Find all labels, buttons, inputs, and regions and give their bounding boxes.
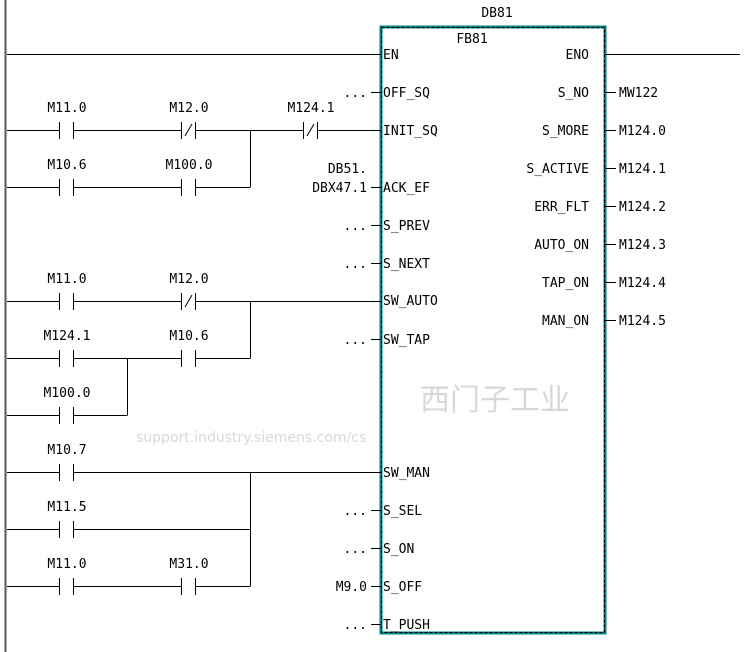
normally-open-contact[interactable]: M11.0 — [47, 557, 87, 595]
contact-symbol — [59, 179, 74, 196]
pin-sw-man: SW_MAN — [383, 466, 430, 481]
contact-address: M100.0 — [166, 158, 213, 173]
contact-address: M10.6 — [47, 158, 86, 173]
normally-open-contact[interactable]: M11.0 — [47, 101, 87, 139]
contact-address: M12.0 — [169, 101, 208, 116]
normally-open-contact[interactable]: M124.1 — [44, 329, 91, 367]
wires — [7, 130, 381, 587]
output-params: MW122 M124.0 M124.1 M124.2 M124.3 M124.4… — [605, 86, 666, 329]
contact-symbol — [59, 464, 74, 481]
contact-address: M12.0 — [169, 272, 208, 287]
pin-ack-ef: ACK_EF — [383, 181, 430, 196]
contact-address: M31.0 — [169, 557, 208, 572]
contact-address: M11.0 — [47, 557, 86, 572]
pin-err-flt: ERR_FLT — [534, 200, 589, 215]
param-t-push[interactable]: ... — [344, 618, 367, 633]
contact-address: M100.0 — [44, 386, 91, 401]
param-sw-tap[interactable]: ... — [344, 333, 367, 348]
pin-s-no: S_NO — [558, 86, 589, 101]
contact-address: M10.6 — [169, 329, 208, 344]
param-s-no[interactable]: MW122 — [619, 86, 658, 101]
normally-open-contact[interactable]: M10.6 — [169, 329, 209, 367]
pin-auto-on: AUTO_ON — [534, 238, 589, 253]
param-tap-on[interactable]: M124.4 — [619, 276, 666, 291]
contact-address: M11.0 — [47, 101, 86, 116]
normally-open-contact[interactable]: M10.7 — [47, 443, 87, 481]
contact-symbol — [181, 122, 196, 139]
pin-en: EN — [383, 48, 399, 63]
pin-s-sel: S_SEL — [383, 504, 422, 519]
function-block[interactable] — [379, 25, 607, 635]
contact-address: M10.7 — [47, 443, 86, 458]
normally-open-contact[interactable]: M11.5 — [47, 500, 87, 538]
contact-symbol — [181, 350, 196, 367]
contact-symbol — [59, 293, 74, 310]
param-s-more[interactable]: M124.0 — [619, 124, 666, 139]
input-params: ... DB51. DBX47.1 ... ... ... ... ... M9… — [312, 86, 381, 633]
block-type-label: FB81 — [456, 32, 487, 47]
contact-symbol — [181, 179, 196, 196]
pin-t-push: T_PUSH — [383, 618, 430, 633]
param-ack-ef[interactable]: DBX47.1 — [312, 181, 367, 196]
param-ack-ef-db[interactable]: DB51. — [328, 162, 367, 177]
contact-symbol — [59, 521, 74, 538]
contact-symbol — [181, 578, 196, 595]
pin-eno: ENO — [566, 48, 590, 63]
param-man-on[interactable]: M124.5 — [619, 314, 666, 329]
contact-symbol — [59, 407, 74, 424]
contact-address: M11.0 — [47, 272, 86, 287]
normally-open-contact[interactable]: M31.0 — [169, 557, 209, 595]
contact-symbol — [303, 122, 318, 139]
param-s-off[interactable]: M9.0 — [336, 580, 367, 595]
watermark-line1: 西门子工业 — [420, 383, 570, 418]
watermark: 西门子工业 support.industry.siemens.com/cs — [136, 383, 570, 446]
output-pins: ENO S_NO S_MORE S_ACTIVE ERR_FLT AUTO_ON… — [526, 48, 589, 329]
pin-s-more: S_MORE — [542, 124, 589, 139]
normally-closed-contact[interactable]: M124.1 — [288, 101, 335, 139]
param-s-next[interactable]: ... — [344, 257, 367, 272]
param-s-active[interactable]: M124.1 — [619, 162, 666, 177]
contact-address: M124.1 — [288, 101, 335, 116]
input-pins: EN OFF_SQ INIT_SQ ACK_EF S_PREV S_NEXT S… — [383, 48, 438, 633]
contact-symbol — [59, 122, 74, 139]
pin-sw-auto: SW_AUTO — [383, 294, 438, 309]
normally-open-contact[interactable]: M11.0 — [47, 272, 87, 310]
param-off-sq[interactable]: ... — [344, 86, 367, 101]
instance-db-label: DB81 — [481, 6, 512, 21]
contact-address: M124.1 — [44, 329, 91, 344]
param-s-on[interactable]: ... — [344, 542, 367, 557]
pin-s-next: S_NEXT — [383, 257, 430, 272]
pin-sw-tap: SW_TAP — [383, 333, 430, 348]
normally-closed-contact[interactable]: M12.0 — [169, 272, 209, 310]
param-err-flt[interactable]: M124.2 — [619, 200, 666, 215]
contact-symbol — [59, 350, 74, 367]
normally-open-contact[interactable]: M100.0 — [166, 158, 213, 196]
pin-tap-on: TAP_ON — [542, 276, 589, 291]
param-s-sel[interactable]: ... — [344, 504, 367, 519]
contact-address: M11.5 — [47, 500, 86, 515]
pin-man-on: MAN_ON — [542, 314, 589, 329]
watermark-line2: support.industry.siemens.com/cs — [136, 430, 366, 446]
contact-symbol — [181, 293, 196, 310]
param-auto-on[interactable]: M124.3 — [619, 238, 666, 253]
pin-s-active: S_ACTIVE — [526, 162, 589, 177]
pin-s-off: S_OFF — [383, 580, 422, 595]
pin-s-on: S_ON — [383, 542, 414, 557]
param-s-prev[interactable]: ... — [344, 219, 367, 234]
pin-init-sq: INIT_SQ — [383, 124, 438, 139]
normally-closed-contact[interactable]: M12.0 — [169, 101, 209, 139]
pin-s-prev: S_PREV — [383, 219, 430, 234]
contact-symbol — [59, 578, 74, 595]
normally-open-contact[interactable]: M100.0 — [44, 386, 91, 424]
normally-open-contact[interactable]: M10.6 — [47, 158, 87, 196]
pin-off-sq: OFF_SQ — [383, 86, 430, 101]
